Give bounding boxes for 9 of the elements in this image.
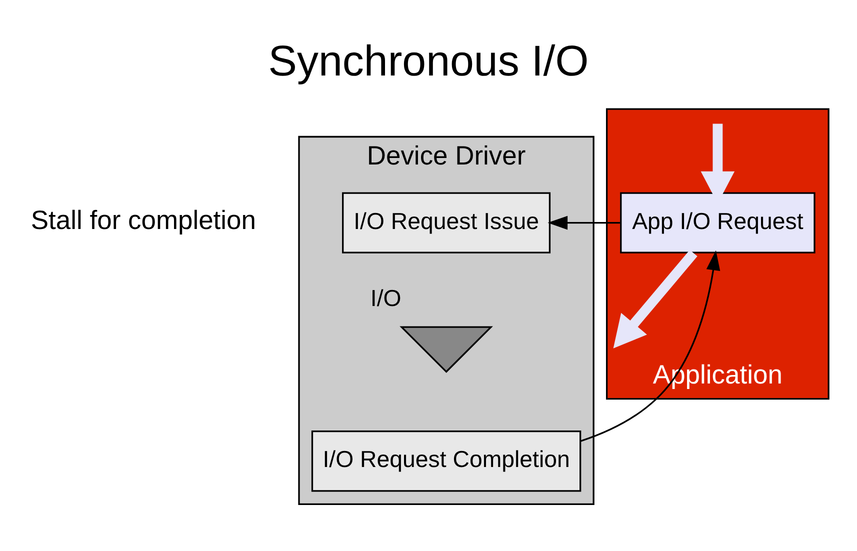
arrow [613, 249, 698, 348]
label: Stall for completion [30, 204, 256, 235]
node-box: App I/O Request [620, 192, 816, 253]
arrow [548, 215, 621, 230]
node-box: I/O Request Issue [342, 192, 551, 253]
node-hourglass [400, 326, 493, 372]
node-box: I/O Request Completion [311, 430, 582, 492]
diagram-title: Synchronous I/O [268, 37, 589, 86]
node-label: I/O [370, 284, 402, 310]
